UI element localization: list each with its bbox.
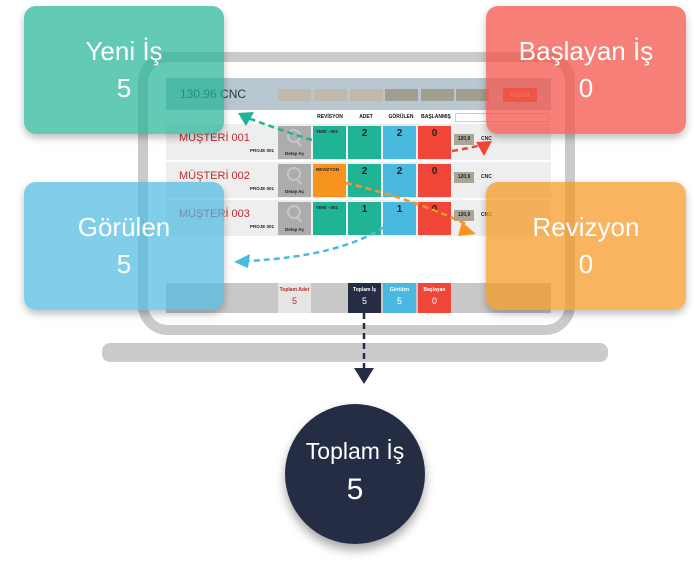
machine-label: CNC — [481, 136, 492, 142]
column-header-adet: ADET — [359, 114, 373, 120]
arrowhead-yeni — [238, 112, 254, 126]
card-value: 0 — [578, 249, 594, 279]
table-row[interactable]: MÜŞTERİ 001 PROJE 001 Detay Aç YENİ - 00… — [166, 124, 551, 160]
column-header-revision: REVİSYON — [317, 114, 343, 120]
toolbar-chip[interactable] — [385, 89, 418, 101]
card-seen-jobs[interactable]: Görülen 5 — [24, 182, 224, 310]
revision-value: YENİ - 001 — [316, 205, 339, 210]
toolbar-chip[interactable] — [314, 89, 347, 101]
arrowhead-toplam — [354, 368, 374, 384]
revision-value: REVİZYON — [316, 167, 340, 172]
summary-label: Toplam İş — [353, 287, 376, 293]
revision-cell: YENİ - 001 — [313, 202, 346, 235]
summary-value: 0 — [431, 296, 437, 306]
revision-value: YENİ - 001 — [316, 129, 339, 134]
baslanmis-value: 0 — [431, 128, 438, 139]
card-value: 5 — [116, 73, 132, 103]
card-new-jobs[interactable]: Yeni İş 5 — [24, 6, 224, 134]
project-name: PROJE 001 — [250, 148, 275, 153]
summary-label: Toplam Adet — [279, 287, 310, 293]
gorulen-value: 1 — [396, 204, 403, 215]
card-revision-jobs[interactable]: Revizyon 0 — [486, 182, 686, 310]
summary-value: 5 — [291, 296, 297, 306]
card-value: 0 — [578, 73, 594, 103]
card-title: Görülen — [77, 212, 171, 242]
total-jobs-circle[interactable]: Toplam İş 5 — [285, 404, 425, 544]
card-title: Revizyon — [532, 212, 640, 242]
gorulen-value: 2 — [396, 166, 403, 177]
price-badge: 120,9 — [454, 210, 474, 221]
revision-cell: REVİZYON — [313, 164, 346, 197]
adet-cell: 2 — [348, 126, 381, 159]
search-icon — [287, 167, 301, 181]
adet-value: 1 — [361, 204, 368, 215]
summary-value: 5 — [361, 296, 367, 306]
circle-value: 5 — [346, 473, 364, 506]
baslanmis-cell: 0 — [418, 164, 451, 197]
monitor-stand — [102, 343, 608, 362]
toolbar-chip[interactable] — [278, 89, 311, 101]
arrowhead-revizyon — [458, 222, 476, 236]
card-started-jobs[interactable]: Başlayan İş 0 — [486, 6, 686, 134]
circle-title: Toplam İş — [305, 438, 405, 464]
customer-name: MÜŞTERİ 002 — [179, 170, 250, 182]
toolbar-chip[interactable] — [421, 89, 454, 101]
summary-started: Başlayan 0 — [418, 283, 451, 313]
detail-button[interactable]: Detay Aç — [278, 126, 311, 159]
adet-cell: 1 — [348, 202, 381, 235]
column-header-baslanmis: BAŞLANMIŞ — [421, 114, 451, 120]
summary-value: 5 — [396, 296, 402, 306]
revision-cell: YENİ - 001 — [313, 126, 346, 159]
arrow-to-yeni — [247, 116, 313, 142]
card-title: Başlayan İş — [518, 36, 654, 66]
toolbar-chip[interactable] — [350, 89, 383, 101]
summary-seen: Görülen 5 — [383, 283, 416, 313]
detail-button[interactable]: Detay Aç — [278, 202, 311, 235]
arrow-to-gorulen — [247, 225, 385, 263]
adet-value: 2 — [361, 166, 368, 177]
arrow-to-revizyon — [345, 181, 467, 226]
card-title: Yeni İş — [85, 36, 163, 66]
detail-button[interactable]: Detay Aç — [278, 164, 311, 197]
summary-total-jobs: Toplam İş 5 — [348, 283, 381, 313]
detail-button-label: Detay Aç — [284, 189, 305, 194]
gorulen-value: 2 — [396, 128, 403, 139]
gorulen-cell: 1 — [383, 202, 416, 235]
detail-button-label: Detay Aç — [284, 151, 305, 156]
arrowhead-gorulen — [234, 254, 250, 268]
toolbar-chip[interactable] — [456, 89, 489, 101]
adet-value: 2 — [361, 128, 368, 139]
customer-name: MÜŞTERİ 001 — [179, 132, 250, 144]
arrowhead-baslayan — [476, 141, 492, 156]
card-value: 5 — [116, 249, 132, 279]
column-header-gorulen: GÖRÜLEN — [388, 114, 414, 120]
project-name: PROJE 001 — [250, 224, 275, 229]
price-badge: 120,9 — [454, 172, 474, 183]
search-icon — [287, 205, 301, 219]
gorulen-cell: 2 — [383, 126, 416, 159]
summary-label: Başlayan — [423, 287, 446, 293]
gorulen-cell: 2 — [383, 164, 416, 197]
baslanmis-cell: 0 — [418, 126, 451, 159]
summary-total-quantity: Toplam Adet 5 — [278, 283, 311, 313]
project-name: PROJE 001 — [250, 186, 275, 191]
price-badge: 120,9 — [454, 134, 474, 145]
baslanmis-value: 0 — [431, 166, 438, 177]
arrow-to-baslayan — [451, 143, 483, 153]
machine-label: CNC — [481, 174, 492, 180]
detail-button-label: Detay Aç — [284, 227, 305, 232]
summary-label: Görülen — [389, 287, 410, 293]
